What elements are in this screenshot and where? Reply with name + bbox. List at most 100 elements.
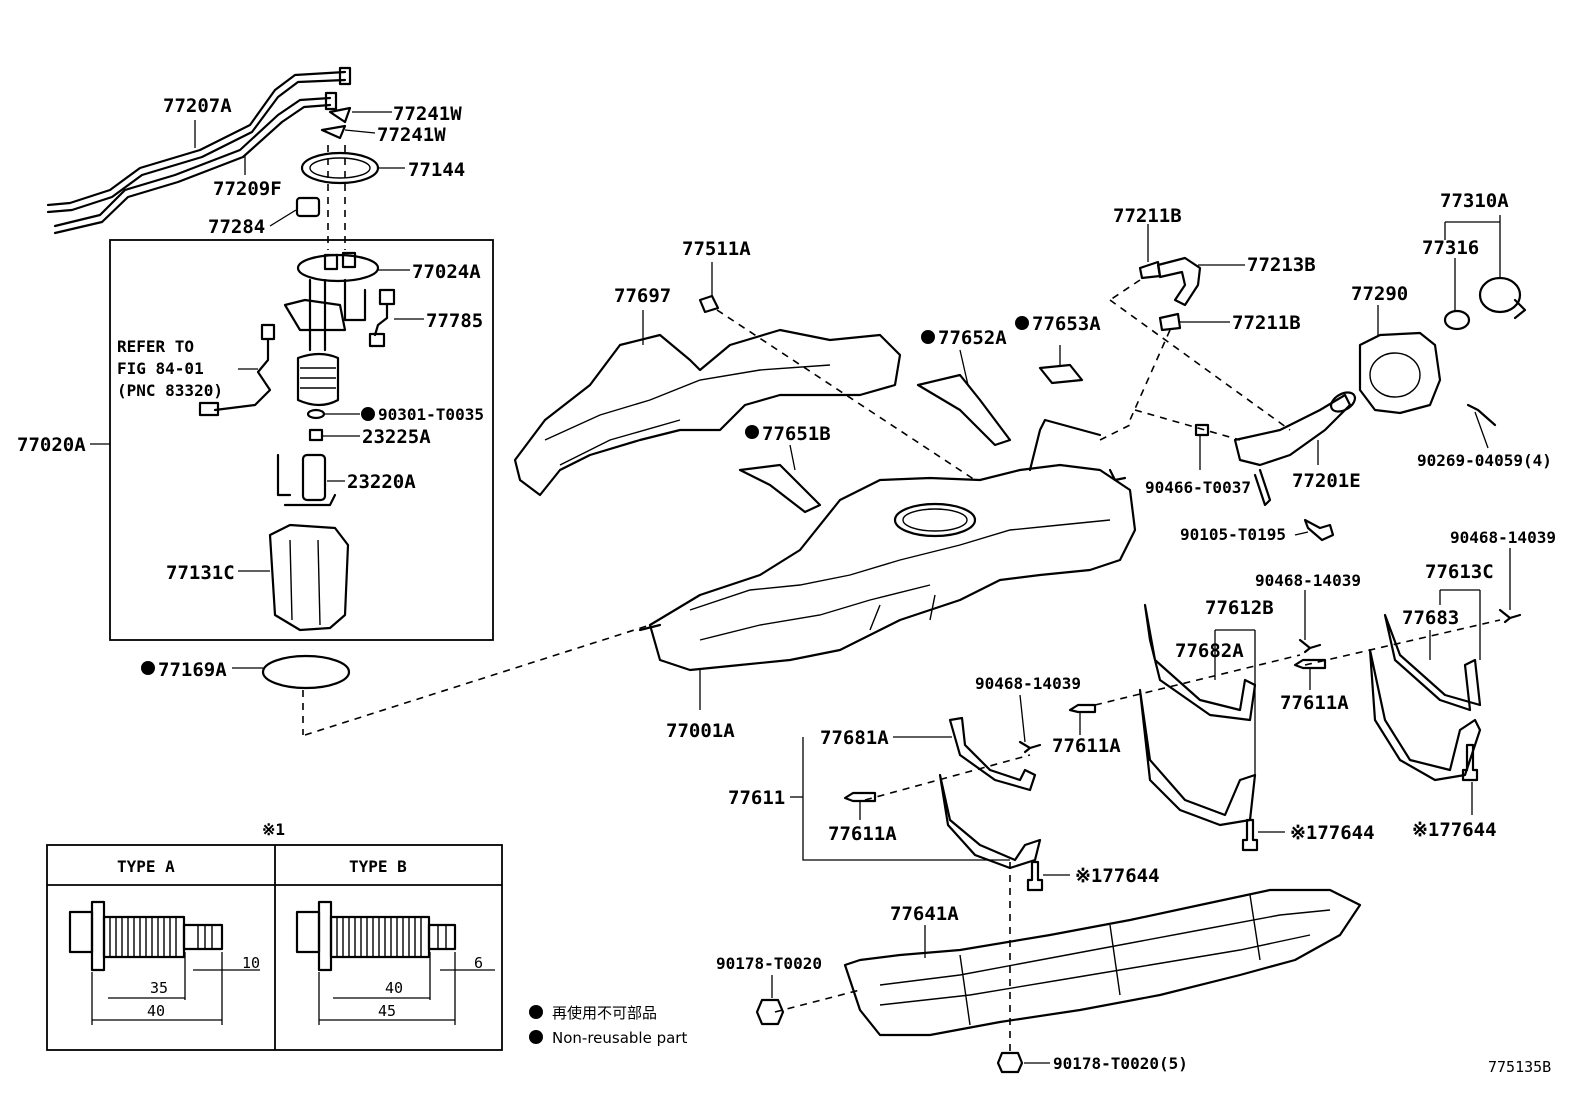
clip-77241W-upper bbox=[328, 106, 352, 124]
strap-77683 bbox=[1383, 613, 1482, 712]
strap-77613C bbox=[1368, 648, 1482, 782]
bolt-77611A-1 bbox=[1068, 703, 1097, 714]
fuel-tank-77001A bbox=[638, 418, 1137, 672]
label-77682A: 77682A bbox=[1175, 640, 1244, 662]
bracket-90468-3 bbox=[1498, 608, 1522, 624]
label-90105: 90105-T0195 bbox=[1180, 525, 1286, 544]
leaders-upper-right bbox=[1147, 215, 1501, 536]
bolt-type-b bbox=[295, 900, 495, 1025]
sensor-77785 bbox=[368, 288, 396, 348]
hose-77213B bbox=[1156, 256, 1202, 307]
label-77131C: 77131C bbox=[166, 562, 235, 584]
legend-en: Non-reusable part bbox=[552, 1029, 687, 1047]
label-77169A: 77169A bbox=[158, 659, 227, 681]
label-23225A: 23225A bbox=[362, 426, 431, 448]
label-77613C: 77613C bbox=[1425, 561, 1494, 583]
clamp-77284 bbox=[295, 196, 321, 218]
label-77211B-1: 77211B bbox=[1113, 205, 1182, 227]
housing-77290 bbox=[1358, 331, 1442, 415]
label-90466: 90466-T0037 bbox=[1145, 478, 1251, 497]
bolt-77644-left bbox=[1026, 860, 1044, 892]
label-77644-2: ※177644 bbox=[1290, 822, 1375, 844]
legend-jp: 再使用不可部品 bbox=[552, 1004, 657, 1022]
label-77144: 77144 bbox=[408, 159, 465, 181]
label-77611A-1: 77611A bbox=[1052, 735, 1121, 757]
clamp-77211B-upper bbox=[1138, 260, 1162, 280]
label-77644-1: ※177644 bbox=[1075, 865, 1160, 887]
inset-marker: ※1 bbox=[262, 820, 285, 839]
cushion-23225A bbox=[308, 428, 324, 442]
strap-77681A bbox=[948, 716, 1037, 792]
pump-assembly-frame bbox=[109, 239, 494, 641]
label-90468-2: 90468-14039 bbox=[1255, 571, 1361, 590]
filler-pipe-77201E bbox=[1233, 391, 1357, 507]
leaders-center bbox=[642, 262, 1061, 710]
type-table bbox=[46, 844, 503, 1051]
nut-90178-1 bbox=[755, 998, 785, 1026]
gasket-77169A bbox=[261, 654, 351, 690]
legend-bullet-en bbox=[529, 1030, 543, 1044]
strap-77682A bbox=[1143, 603, 1257, 722]
filter-spring bbox=[296, 352, 340, 407]
label-77209F: 77209F bbox=[213, 178, 282, 200]
sender-gauge bbox=[198, 323, 276, 417]
inset-a-dim-40: 40 bbox=[147, 1002, 165, 1020]
label-90269: 90269-04059(4) bbox=[1417, 451, 1552, 470]
label-90301: 90301-T0035 bbox=[378, 405, 484, 424]
fuel-line-77209F bbox=[53, 91, 338, 235]
label-77611A-3: 77611A bbox=[828, 823, 897, 845]
inset-b-dim-6: 6 bbox=[474, 954, 483, 972]
label-90468-1: 90468-14039 bbox=[975, 674, 1081, 693]
clip-77241W-lower bbox=[320, 124, 347, 140]
label-77241W-2: 77241W bbox=[377, 124, 446, 146]
label-77611A-2: 77611A bbox=[1280, 692, 1349, 714]
label-77024A: 77024A bbox=[412, 261, 481, 283]
legend-bullet-jp bbox=[529, 1005, 543, 1019]
label-77316: 77316 bbox=[1422, 237, 1479, 259]
clamp-77211B-lower bbox=[1158, 312, 1182, 332]
bolt-90105 bbox=[1303, 518, 1335, 542]
bullet-77652A bbox=[921, 330, 935, 344]
label-77651B: 77651B bbox=[762, 423, 831, 445]
bullet-77169A bbox=[141, 661, 155, 675]
pad-77651B bbox=[738, 463, 822, 514]
inset-b-dim-40: 40 bbox=[385, 979, 403, 997]
label-77201E: 77201E bbox=[1292, 470, 1361, 492]
pump-flange-77024A bbox=[283, 251, 380, 352]
label-77644-3: ※177644 bbox=[1412, 819, 1497, 841]
bolt-77644-right bbox=[1461, 743, 1479, 782]
label-77207A: 77207A bbox=[163, 95, 232, 117]
label-77653A: 77653A bbox=[1032, 313, 1101, 335]
label-77641A: 77641A bbox=[890, 903, 959, 925]
label-77697: 77697 bbox=[614, 285, 671, 307]
clip-77511A bbox=[698, 294, 720, 314]
label-77612B: 77612B bbox=[1205, 597, 1274, 619]
label-77290: 77290 bbox=[1351, 283, 1408, 305]
bracket-90468-1 bbox=[1018, 740, 1042, 754]
nut-90178-2 bbox=[996, 1051, 1024, 1074]
label-refer-2: FIG 84-01 bbox=[117, 359, 204, 378]
label-77683: 77683 bbox=[1402, 607, 1459, 629]
label-90468-3: 90468-14039 bbox=[1450, 528, 1556, 547]
label-77681A: 77681A bbox=[820, 727, 889, 749]
label-77241W-1: 77241W bbox=[393, 103, 462, 125]
leaders-left bbox=[90, 111, 424, 669]
label-77213B: 77213B bbox=[1247, 254, 1316, 276]
protector-77697 bbox=[513, 328, 902, 497]
fuel-line-77207A bbox=[46, 66, 352, 214]
strap-77611 bbox=[938, 773, 1042, 870]
bolt-type-a bbox=[68, 900, 260, 1025]
label-refer-1: REFER TO bbox=[117, 337, 194, 356]
bullet-77651B bbox=[745, 425, 759, 439]
label-refer-3: (PNC 83320) bbox=[117, 381, 223, 400]
label-77211B-2: 77211B bbox=[1232, 312, 1301, 334]
label-90178-2: 90178-T0020(5) bbox=[1053, 1054, 1188, 1073]
oring-90301 bbox=[306, 408, 326, 420]
inset-type-b: TYPE B bbox=[349, 857, 407, 876]
label-90178-1: 90178-T0020 bbox=[716, 954, 822, 973]
inset-b-dim-45: 45 bbox=[378, 1002, 396, 1020]
cap-77310A bbox=[1478, 276, 1527, 320]
screw-90269 bbox=[1466, 403, 1497, 427]
inset-a-dim-10: 10 bbox=[242, 954, 260, 972]
label-77611: 77611 bbox=[728, 787, 785, 809]
